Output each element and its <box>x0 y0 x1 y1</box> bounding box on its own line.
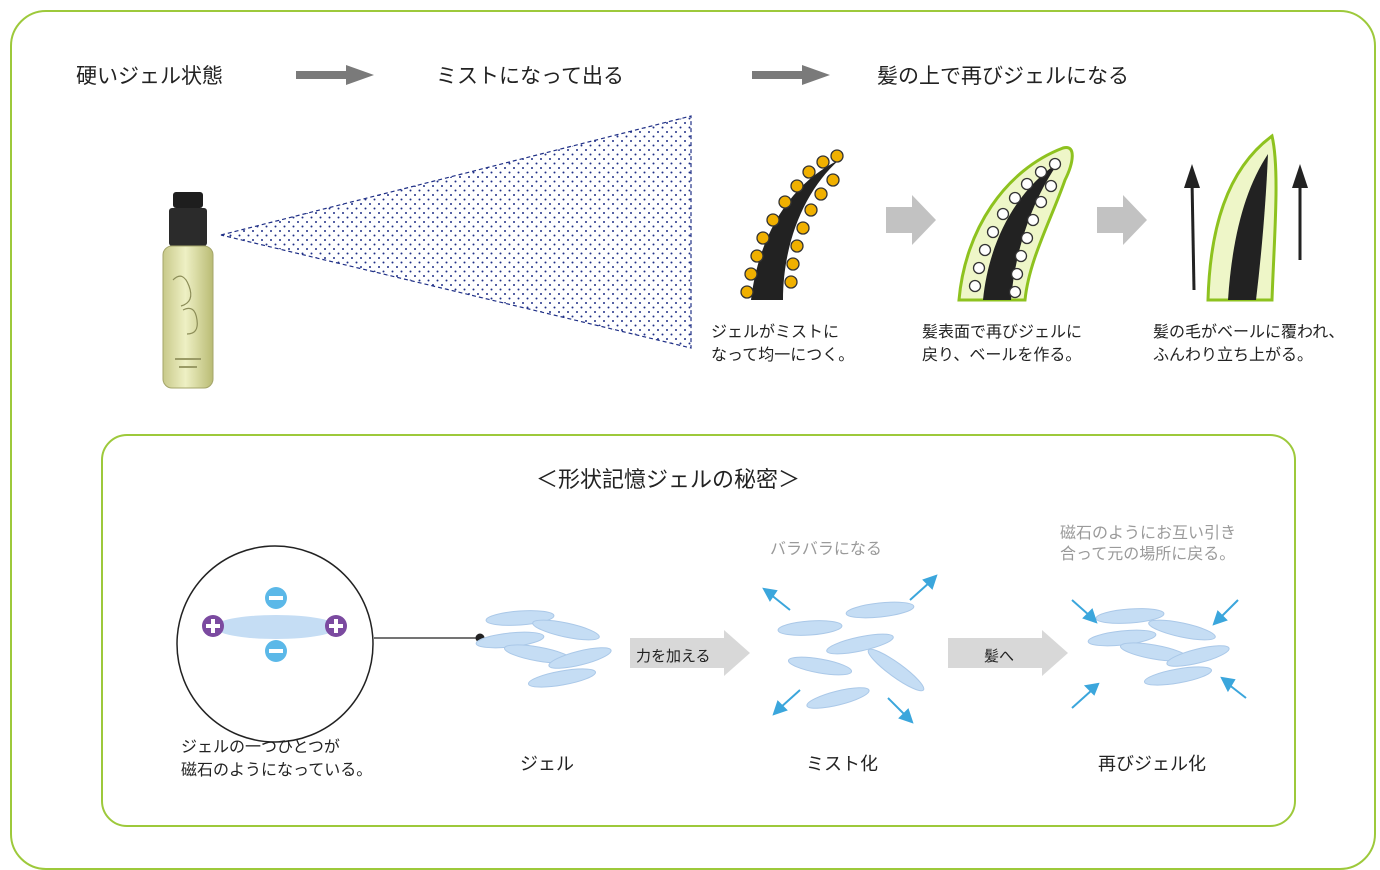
force-arrow-label: 力を加える <box>636 647 711 665</box>
caption-hair-lift: 髪の毛がベールに覆われ、 ふんわり立ち上がる。 <box>1153 322 1345 364</box>
hair-lifted <box>1184 133 1308 302</box>
gel-label: ジェル <box>520 754 574 775</box>
mist-scattered-discs <box>762 574 938 724</box>
magnet-caption: ジェルの一つひとつが 磁石のようになっている。 <box>181 737 373 779</box>
attract-caption: 磁石のようにお互い引き 合って元の場所に戻る。 <box>1060 523 1237 563</box>
step-mist: ミストになって出る <box>436 64 624 88</box>
hair-arrow-label: 髪へ <box>984 647 1015 665</box>
secret-title: ＜形状記憶ジェルの秘密＞ <box>536 468 801 493</box>
step-regel: 髪の上で再びジェルになる <box>877 64 1129 88</box>
flow-arrow-1 <box>296 65 374 85</box>
force-arrow <box>630 630 750 676</box>
hair-with-gel-veil <box>957 146 1074 302</box>
hair-arrow <box>948 630 1068 676</box>
secret-panel <box>101 434 1296 827</box>
regel-disc-stack <box>1071 599 1247 709</box>
spray-cone <box>220 115 692 349</box>
gel-disc-stack <box>475 610 612 688</box>
mist-label: ミスト化 <box>806 754 878 775</box>
regel-label: 再びジェル化 <box>1098 754 1206 775</box>
stage-arrow-1 <box>886 195 936 245</box>
stage-arrow-2 <box>1097 195 1147 245</box>
magnet-diagram <box>176 545 374 743</box>
scatter-caption: バラバラになる <box>770 539 882 558</box>
hair-with-gel-dots <box>740 149 844 300</box>
step-solid-gel: 硬いジェル状態 <box>76 64 223 88</box>
flow-arrow-2 <box>752 65 830 85</box>
spray-bottle-image <box>162 192 214 389</box>
caption-gel-veil: 髪表面で再びジェルに 戻り、ベールを作る。 <box>922 322 1083 364</box>
caption-gel-sticks: ジェルがミストに なって均一につく。 <box>711 322 855 364</box>
